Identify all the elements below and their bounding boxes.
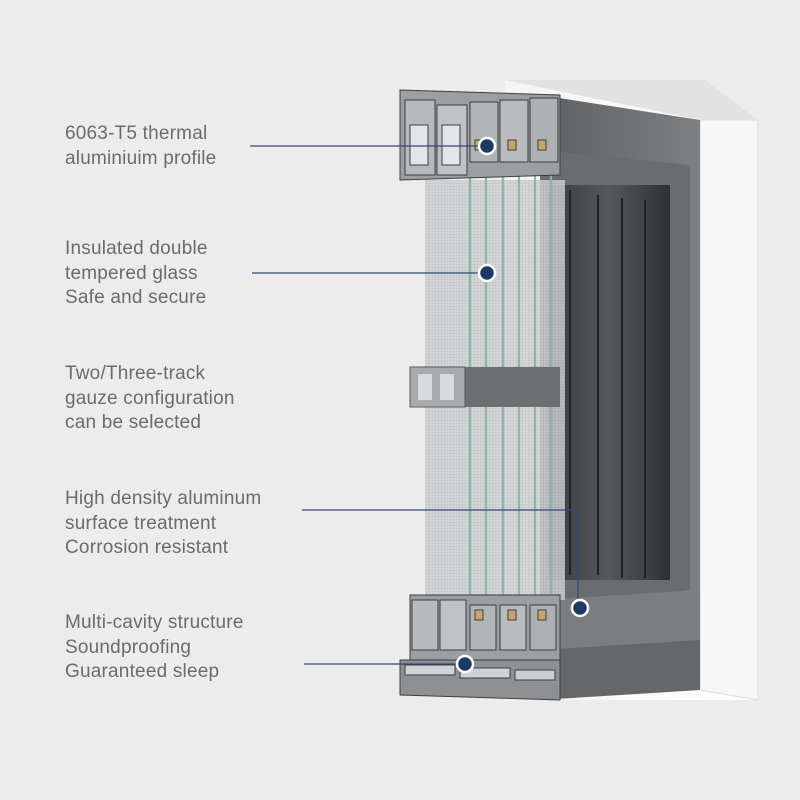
marker-2 — [477, 263, 497, 283]
marker-1 — [477, 136, 497, 156]
callout-markers — [455, 136, 590, 674]
callout-line: Corrosion resistant — [65, 537, 229, 558]
callout-line: Multi-cavity structure — [65, 612, 244, 633]
leader-lines — [250, 145, 579, 665]
callout-label-surface: High density aluminum surface treatment … — [65, 487, 261, 561]
middle-profile — [409, 366, 560, 408]
top-profile-section — [399, 89, 561, 181]
callout-line: gauze configuration — [65, 387, 235, 409]
callout-line: Soundproofing — [65, 636, 192, 658]
callout-line: Safe and secure — [65, 287, 207, 308]
marker-4 — [570, 598, 590, 618]
callout-line: Two/Three-track — [65, 363, 206, 384]
leader-line-4 — [302, 509, 579, 606]
callout-line: High density aluminum — [65, 488, 262, 509]
callout-label-glass: Insulated double tempered glass Safe and… — [65, 237, 208, 311]
callout-line: can be selected — [65, 412, 202, 433]
callout-line: 6063-T5 thermal — [65, 123, 208, 144]
window-frame — [540, 95, 700, 700]
marker-5 — [455, 654, 475, 674]
callout-label-profile: 6063-T5 thermal aluminiuim profile — [65, 122, 216, 171]
callout-label-gauze: Two/Three-track gauze configuration can … — [65, 362, 235, 436]
callout-line: tempered glass — [65, 262, 198, 284]
bottom-profile-section — [399, 594, 561, 701]
callout-line: aluminiuim profile — [65, 147, 217, 169]
callout-line: surface treatment — [65, 512, 217, 534]
callout-line: Guaranteed sleep — [65, 661, 220, 682]
callout-line: Insulated double — [65, 238, 208, 259]
callout-label-cavity: Multi-cavity structure Soundproofing Gua… — [65, 611, 244, 685]
